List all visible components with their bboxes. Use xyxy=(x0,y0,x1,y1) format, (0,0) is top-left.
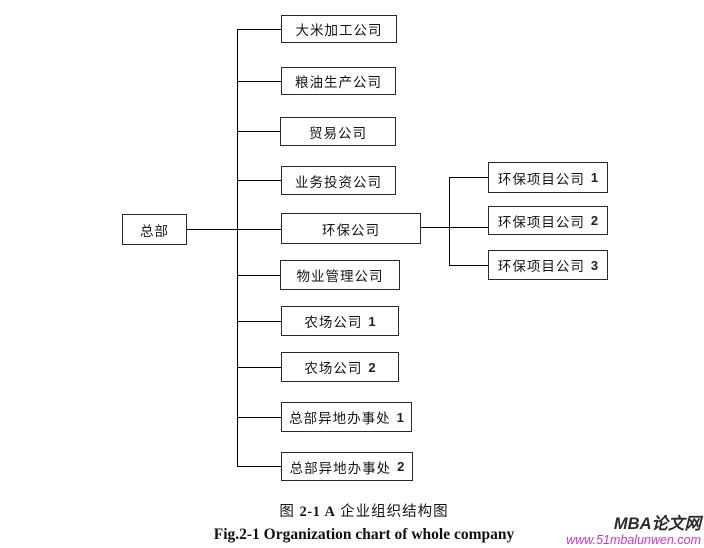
watermark-site-name: MBA论文网 xyxy=(613,515,701,533)
caption-zh-number: 2-1 A xyxy=(299,504,336,520)
org-node-label: 贸易公司 xyxy=(309,125,367,141)
org-node-label: 环保项目公司 xyxy=(497,259,585,274)
figure-caption-en: Fig.2-1 Organization chart of whole comp… xyxy=(213,526,515,543)
org-node-number: 1 xyxy=(368,313,376,329)
org-node-label: 总部异地办事处 xyxy=(289,460,392,476)
org-node-remote-office-1: 总部异地办事处 1 xyxy=(281,402,412,432)
org-node-number: 1 xyxy=(590,170,599,185)
org-node-farm-2: 农场公司 2 xyxy=(281,352,399,382)
connector-stub-9 xyxy=(237,417,281,418)
org-node-label: 环保公司 xyxy=(322,222,380,238)
connector-root-line xyxy=(187,229,281,230)
connector-env-stub-1 xyxy=(449,177,488,178)
connector-env-main xyxy=(421,227,488,228)
org-node-number: 2 xyxy=(397,459,405,474)
org-node-label: 总部 xyxy=(140,223,169,239)
org-node-env-project-3: 环保项目公司 3 xyxy=(488,250,608,280)
org-node-number: 3 xyxy=(590,257,599,273)
connector-stub-8 xyxy=(237,367,281,368)
org-node-label: 环保项目公司 xyxy=(497,171,585,187)
org-node-rice-processing: 大米加工公司 xyxy=(281,15,397,43)
org-node-env-project-2: 环保项目公司 2 xyxy=(488,206,608,235)
connector-right-spine xyxy=(449,177,450,266)
org-node-grain-oil-production: 粮油生产公司 xyxy=(281,67,396,95)
site-watermark: MBA论文网 www.51mbalunwen.com xyxy=(566,515,701,548)
org-node-label: 粮油生产公司 xyxy=(295,75,382,90)
org-node-number: 2 xyxy=(590,213,599,228)
org-node-label: 环保项目公司 xyxy=(497,214,585,230)
org-node-label: 业务投资公司 xyxy=(295,174,382,190)
org-node-property-management: 物业管理公司 xyxy=(280,260,400,290)
caption-zh-prefix: 图 xyxy=(279,504,295,520)
org-node-remote-office-2: 总部异地办事处 2 xyxy=(281,452,413,481)
connector-stub-6 xyxy=(237,275,281,276)
caption-zh-text: 企业组织结构图 xyxy=(340,504,449,520)
org-node-environmental: 环保公司 xyxy=(281,213,421,244)
org-node-number: 2 xyxy=(368,359,376,375)
connector-env-stub-3 xyxy=(449,265,488,266)
org-node-number: 1 xyxy=(396,409,404,425)
org-node-label: 农场公司 xyxy=(304,315,363,330)
org-node-label: 物业管理公司 xyxy=(296,269,384,284)
connector-stub-4 xyxy=(237,180,281,181)
connector-stub-3 xyxy=(237,131,281,132)
watermark-site-url[interactable]: www.51mbalunwen.com xyxy=(566,533,701,548)
org-node-label: 大米加工公司 xyxy=(295,23,383,38)
org-node-business-investment: 业务投资公司 xyxy=(281,166,396,195)
connector-left-spine xyxy=(237,29,238,467)
connector-stub-7 xyxy=(237,321,281,322)
org-node-headquarters: 总部 xyxy=(122,214,187,245)
connector-stub-2 xyxy=(237,81,281,82)
figure-caption-zh: 图 2-1 A 企业组织结构图 xyxy=(12,500,704,521)
org-node-trading: 贸易公司 xyxy=(280,117,396,146)
connector-stub-10 xyxy=(237,466,281,467)
org-node-label: 总部异地办事处 xyxy=(289,411,391,426)
org-node-farm-1: 农场公司 1 xyxy=(281,306,399,336)
connector-stub-1 xyxy=(237,29,281,30)
org-node-label: 农场公司 xyxy=(304,361,363,376)
org-node-env-project-1: 环保项目公司 1 xyxy=(488,162,608,193)
